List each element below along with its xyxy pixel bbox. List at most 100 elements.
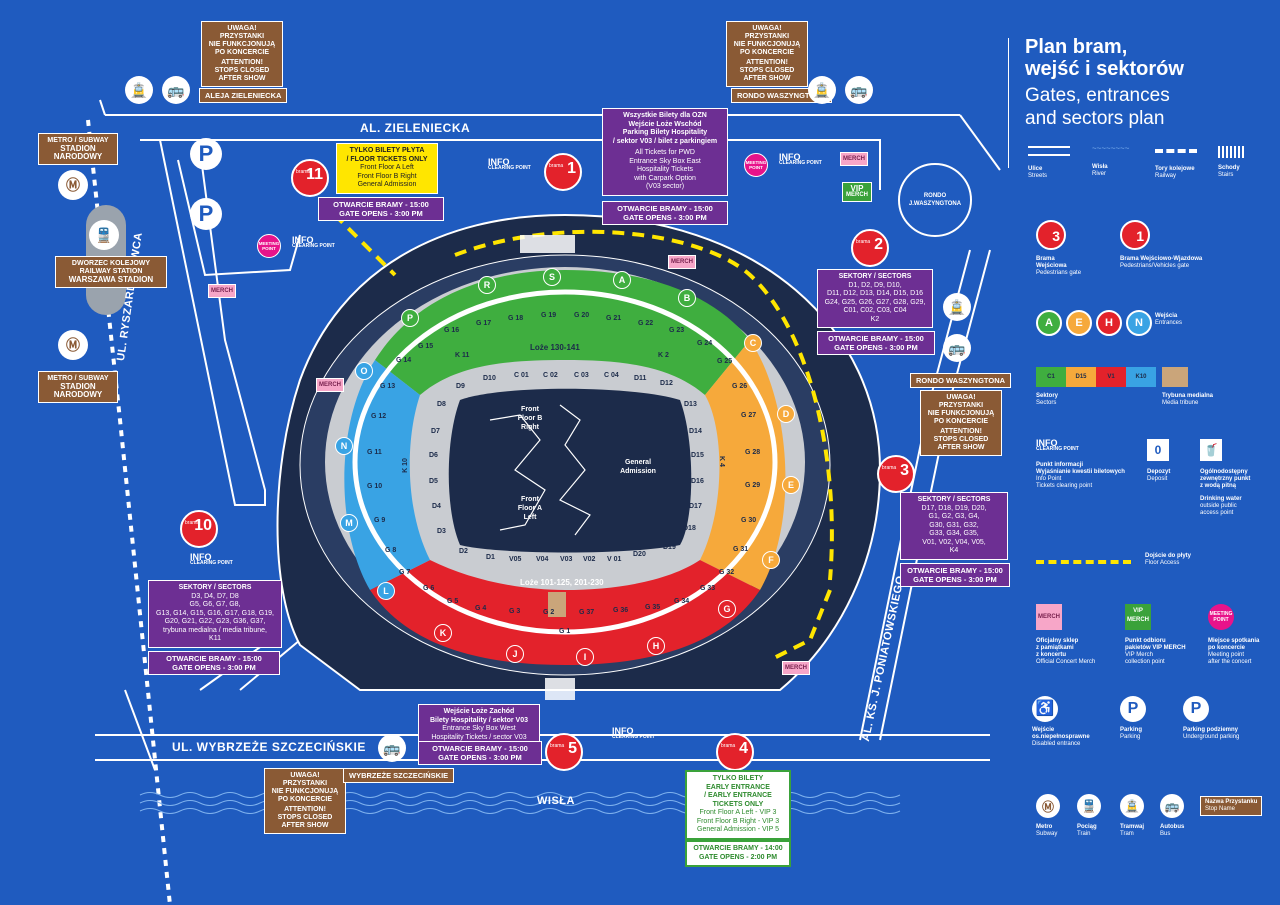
sector-label[interactable]: D17 bbox=[689, 503, 702, 510]
sector-label[interactable]: G 32 bbox=[719, 569, 735, 576]
entrance-k[interactable]: K bbox=[434, 624, 452, 642]
sector-label[interactable]: D7 bbox=[431, 428, 440, 435]
sector-label[interactable]: G 6 bbox=[423, 585, 435, 592]
sector-label[interactable]: C 04 bbox=[604, 372, 619, 379]
sector-label[interactable]: D11 bbox=[634, 375, 647, 382]
sector-label[interactable]: D4 bbox=[432, 503, 441, 510]
merch-point[interactable]: MERCH bbox=[208, 284, 236, 298]
sector-label[interactable]: V05 bbox=[509, 556, 522, 563]
sector-label[interactable]: D12 bbox=[660, 380, 673, 387]
sector-label[interactable]: D3 bbox=[437, 528, 446, 535]
entrance-r[interactable]: R bbox=[478, 276, 496, 294]
sector-label[interactable]: G 19 bbox=[541, 312, 557, 319]
sector-label[interactable]: G 24 bbox=[697, 340, 713, 347]
merch-point[interactable]: MERCH bbox=[840, 152, 868, 166]
sector-label[interactable]: D19 bbox=[663, 544, 676, 551]
sector-label[interactable]: G 17 bbox=[476, 320, 492, 327]
sector-label[interactable]: G 20 bbox=[574, 312, 590, 319]
sector-label[interactable]: V 01 bbox=[607, 556, 622, 563]
sector-label[interactable]: G 25 bbox=[717, 358, 733, 365]
entrance-i[interactable]: I bbox=[576, 648, 594, 666]
sector-label[interactable]: G 16 bbox=[444, 327, 460, 334]
entrance-h[interactable]: H bbox=[647, 637, 665, 655]
entrance-g[interactable]: G bbox=[718, 600, 736, 618]
vip-merch-point[interactable]: VIP MERCH bbox=[842, 182, 872, 202]
sector-label[interactable]: G 2 bbox=[543, 609, 555, 616]
sector-label[interactable]: G 22 bbox=[638, 320, 654, 327]
sector-label[interactable]: D13 bbox=[684, 401, 697, 408]
entrance-e[interactable]: E bbox=[782, 476, 800, 494]
sector-label[interactable]: G 4 bbox=[475, 605, 487, 612]
entrance-a[interactable]: A bbox=[613, 271, 631, 289]
sector-label[interactable]: G 1 bbox=[559, 628, 571, 635]
sector-label[interactable]: G 27 bbox=[741, 412, 757, 419]
entrance-f[interactable]: F bbox=[762, 551, 780, 569]
sector-label[interactable]: V02 bbox=[583, 556, 596, 563]
sector-label[interactable]: C 02 bbox=[543, 372, 558, 379]
sector-label[interactable]: D8 bbox=[437, 401, 446, 408]
sector-label[interactable]: G 11 bbox=[367, 449, 382, 456]
gate-11[interactable]: brama 11 bbox=[291, 159, 329, 197]
gate-10[interactable]: brama 10 bbox=[180, 510, 218, 548]
sector-label[interactable]: G 7 bbox=[399, 569, 411, 576]
gate-3[interactable]: brama 3 bbox=[877, 455, 915, 493]
sector-label[interactable]: D6 bbox=[429, 452, 438, 459]
sector-label[interactable]: G 34 bbox=[674, 598, 690, 605]
entrance-s[interactable]: S bbox=[543, 268, 561, 286]
sector-label[interactable]: D20 bbox=[633, 551, 646, 558]
sector-label[interactable]: V04 bbox=[536, 556, 549, 563]
entrance-c[interactable]: C bbox=[744, 334, 762, 352]
sector-label[interactable]: D9 bbox=[456, 383, 465, 390]
parking-icon[interactable]: P bbox=[190, 198, 222, 230]
sector-label[interactable]: G 30 bbox=[741, 517, 757, 524]
sector-label[interactable]: G 3 bbox=[509, 608, 521, 615]
merch-point[interactable]: MERCH bbox=[316, 378, 344, 392]
gate-1[interactable]: brama 1 bbox=[544, 153, 582, 191]
sector-label[interactable]: G 13 bbox=[380, 383, 396, 390]
sector-label[interactable]: D10 bbox=[483, 375, 496, 382]
entrance-o[interactable]: O bbox=[355, 362, 373, 380]
entrance-b[interactable]: B bbox=[678, 289, 696, 307]
entrance-m[interactable]: M bbox=[340, 514, 358, 532]
sector-label[interactable]: D14 bbox=[689, 428, 702, 435]
sector-label[interactable]: V03 bbox=[560, 556, 573, 563]
sector-label[interactable]: G 8 bbox=[385, 547, 397, 554]
sector-label[interactable]: G 35 bbox=[645, 604, 661, 611]
sector-label[interactable]: D16 bbox=[691, 478, 704, 485]
gate-4[interactable]: brama 4 bbox=[716, 733, 754, 771]
entrance-d[interactable]: D bbox=[777, 405, 795, 423]
sector-label[interactable]: G 26 bbox=[732, 383, 748, 390]
sector-label[interactable]: G 37 bbox=[579, 609, 595, 616]
merch-point[interactable]: MERCH bbox=[668, 255, 696, 269]
sector-label[interactable]: G 12 bbox=[371, 413, 387, 420]
sector-label[interactable]: G 15 bbox=[418, 343, 434, 350]
sector-label[interactable]: G 9 bbox=[374, 517, 386, 524]
sector-label[interactable]: G 23 bbox=[669, 327, 685, 334]
sector-label[interactable]: D5 bbox=[429, 478, 438, 485]
gate-2[interactable]: brama 2 bbox=[851, 229, 889, 267]
sector-label[interactable]: G 31 bbox=[733, 546, 749, 553]
sector-label[interactable]: G 18 bbox=[508, 315, 524, 322]
sector-label[interactable]: G 10 bbox=[367, 483, 383, 490]
sector-label[interactable]: G 14 bbox=[396, 357, 412, 364]
sector-label[interactable]: C 01 bbox=[514, 372, 529, 379]
sector-label[interactable]: C 03 bbox=[574, 372, 589, 379]
sector-label[interactable]: G 36 bbox=[613, 607, 629, 614]
gate-5[interactable]: brama 5 bbox=[545, 733, 583, 771]
sector-label[interactable]: G 21 bbox=[606, 315, 622, 322]
sector-label[interactable]: D15 bbox=[691, 452, 704, 459]
entrance-p[interactable]: P bbox=[401, 309, 419, 327]
sector-label[interactable]: G 28 bbox=[745, 449, 761, 456]
sector-label[interactable]: G 33 bbox=[700, 585, 716, 592]
sector-label[interactable]: G 29 bbox=[745, 482, 761, 489]
parking-icon[interactable]: P bbox=[190, 138, 222, 170]
sector-label[interactable]: D1 bbox=[486, 554, 495, 561]
entrance-n[interactable]: N bbox=[335, 437, 353, 455]
entrance-j[interactable]: J bbox=[506, 645, 524, 663]
sector-label[interactable]: D2 bbox=[459, 548, 468, 555]
